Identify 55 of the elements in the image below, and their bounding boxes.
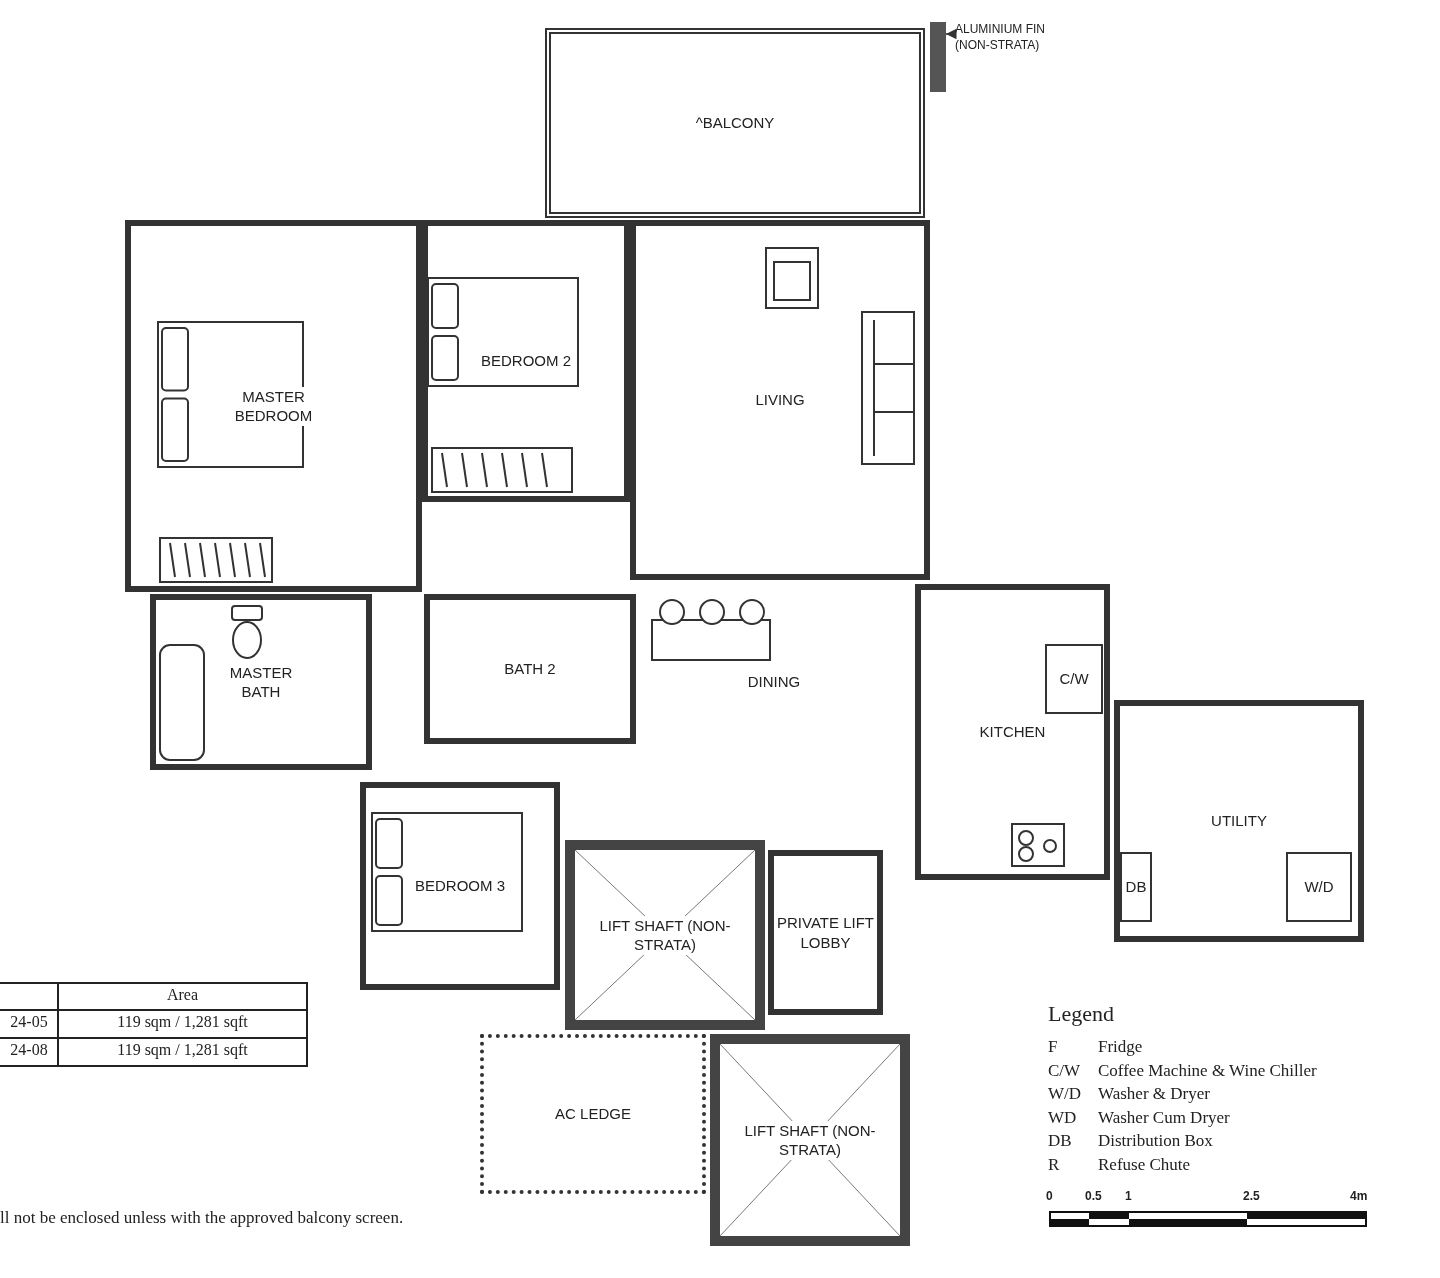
- room-outline: [768, 850, 883, 1015]
- lift-shaft: [565, 840, 765, 1030]
- callout-label: ALUMINIUM FIN (NON-STRATA): [955, 22, 1046, 54]
- appliance-space: [1045, 644, 1103, 714]
- room-outline: [1114, 700, 1364, 942]
- legend-text: Coffee Machine & Wine Chiller: [1098, 1060, 1317, 1081]
- legend-code: W/D: [1048, 1084, 1082, 1104]
- scale-label: 4m: [1350, 1189, 1368, 1203]
- legend-text: Washer Cum Dryer: [1098, 1107, 1230, 1128]
- table-cell-text: 119 sqm / 1,281 sqft: [116, 1013, 249, 1031]
- legend-code: F: [1048, 1037, 1058, 1057]
- table-cell-text: Area: [165, 986, 200, 1004]
- room-label: AC LEDGE: [555, 1104, 631, 1124]
- room-outline: [125, 220, 422, 592]
- legend-text: Refuse Chute: [1098, 1154, 1191, 1175]
- table-cell-text: 24-08: [9, 1041, 49, 1059]
- balcony-area: [545, 28, 925, 218]
- ac-ledge-area: [480, 1034, 706, 1194]
- scale-label: 1: [1125, 1189, 1132, 1203]
- legend-text: Washer & Dryer: [1098, 1084, 1210, 1104]
- legend-code: WD: [1048, 1107, 1077, 1128]
- room-label: PRIVATE LIFT LOBBY: [776, 913, 875, 952]
- table-cell-text: 24-05: [9, 1013, 49, 1031]
- room-outline: [422, 220, 630, 502]
- appliance-code: W/D: [1304, 877, 1334, 897]
- room-outline: [630, 220, 930, 580]
- legend-code: C/W: [1048, 1060, 1081, 1081]
- room-outline: [915, 584, 1110, 880]
- lift-shaft: [710, 1034, 910, 1246]
- appliance-space: [1120, 852, 1152, 922]
- scale-label: 0.5: [1085, 1189, 1102, 1203]
- scale-label: 0: [1046, 1189, 1053, 1203]
- room-label: LIVING: [755, 390, 805, 410]
- leader-line: [945, 28, 957, 40]
- room-label: MASTER BATH: [228, 662, 294, 702]
- table-cell-text: 119 sqm / 1,281 sqft: [116, 1041, 249, 1059]
- legend-text: Fridge: [1098, 1037, 1143, 1057]
- legend-code: R: [1048, 1154, 1060, 1175]
- room-outline: [360, 782, 560, 990]
- room-outline: [150, 594, 372, 770]
- appliance-code: DB: [1125, 877, 1147, 897]
- scale-label: 2.5: [1243, 1189, 1260, 1203]
- room-label: ^BALCONY: [695, 113, 775, 133]
- room-label: UTILITY: [1211, 811, 1267, 831]
- aluminium-fin: [930, 22, 946, 92]
- note-text: ll not be enclosed unless with the approved balcony screen.: [0, 1208, 404, 1228]
- room-label: KITCHEN: [979, 722, 1046, 742]
- appliance-code: C/W: [1059, 669, 1089, 689]
- appliance-space: [1286, 852, 1352, 922]
- room-outline: [424, 594, 636, 744]
- legend-text: Distribution Box: [1098, 1131, 1213, 1151]
- room-label: BATH 2: [504, 659, 556, 679]
- legend-code: DB: [1048, 1131, 1072, 1151]
- room-label: DINING: [747, 672, 801, 692]
- legend-title: Legend: [1048, 1001, 1114, 1027]
